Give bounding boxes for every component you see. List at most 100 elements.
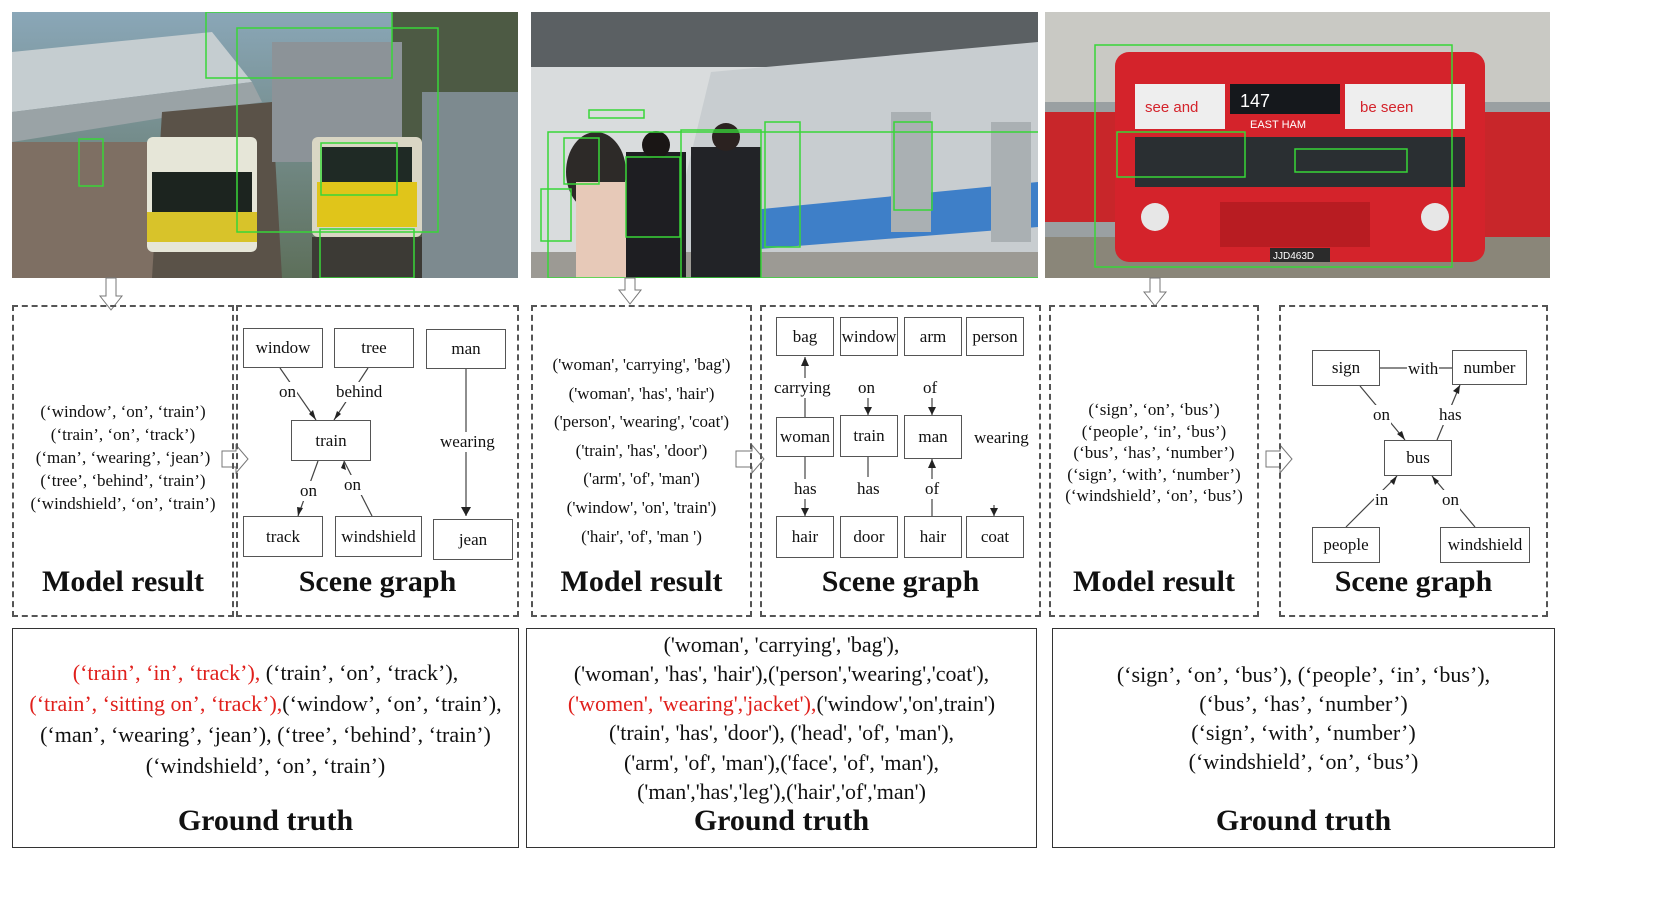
ground-truth-triplet: ('window','on',train') (816, 690, 996, 716)
photo-subway-platform (531, 12, 1038, 278)
ground-truth-caption-1: Ground truth (177, 804, 354, 837)
model-triplet: ('train', 'has', 'door') (575, 440, 708, 460)
ground-truth-line: ('women', 'wearing','jacket'),('window',… (526, 689, 1037, 718)
sg1-node-window: window (243, 328, 323, 368)
sg1-node-windshield: windshield (335, 516, 422, 557)
ground-truth-line: (‘sign’, ‘with’, ‘number’) (1052, 718, 1555, 747)
sg1-node-tree: tree (334, 328, 414, 368)
sg1-edge-on-windshield: on (343, 475, 362, 495)
ground-truth-line: (‘train’, ‘in’, ‘track’), (‘train’, ‘on’… (12, 657, 519, 688)
ground-truth-triplet: ('woman', 'carrying', 'bag'), (663, 632, 900, 657)
sg3-node-number: number (1452, 350, 1527, 385)
photo-train-station (12, 12, 518, 278)
sg1-node-track: track (243, 516, 323, 557)
model-result-list-3: (‘sign’, ‘on’, ‘bus’) (‘people’, ‘in’, ‘… (1049, 399, 1259, 507)
sg2-edge-on: on (857, 378, 876, 398)
ground-truth-missed-triplet: (‘train’, ‘in’, ‘track’), (72, 660, 261, 685)
bus-plate: JJD463D (1273, 251, 1314, 262)
model-triplet: ('window', 'on', 'train') (566, 497, 717, 517)
sg2-node-arm: arm (904, 317, 962, 356)
bus-route-number: 147 (1240, 91, 1270, 111)
ground-truth-line: ('woman', 'has', 'hair'),('person','wear… (526, 659, 1037, 688)
sg2-node-bag: bag (776, 317, 834, 356)
ground-truth-line: ('train', 'has', 'door'), ('head', 'of',… (526, 718, 1037, 747)
sg2-node-person: person (966, 317, 1024, 356)
sg2-node-train: train (840, 415, 898, 457)
sg2-node-hair: hair (776, 516, 834, 558)
sg3-node-sign: sign (1312, 350, 1380, 386)
ground-truth-line: ('woman', 'carrying', 'bag'), (526, 630, 1037, 659)
model-triplet: (‘sign’, ‘with’, ‘number’) (1067, 464, 1241, 484)
model-triplet: (‘bus’, ‘has’, ‘number’) (1073, 443, 1235, 463)
model-result-box-2 (531, 305, 752, 617)
ground-truth-box-1 (12, 628, 519, 848)
ground-truth-caption-2: Ground truth (693, 804, 870, 837)
sg1-node-man: man (426, 329, 506, 369)
ground-truth-line: (‘train’, ‘sitting on’, ‘track’),(‘windo… (12, 688, 519, 719)
model-triplet: ('woman', 'carrying', 'bag') (552, 355, 731, 374)
model-result-list-1: (‘window’, ‘on’, ‘train’) (‘train’, ‘on’… (12, 400, 234, 515)
model-result-caption-2: Model result (560, 565, 723, 598)
sg2-edge-has: has (793, 479, 818, 499)
sg1-edge-behind: behind (335, 382, 384, 402)
ground-truth-line: (‘bus’, ‘has’, ‘number’) (1052, 689, 1555, 718)
sg1-node-jean: jean (433, 519, 513, 560)
ground-truth-line: ('arm', 'of', 'man'),('face', 'of', 'man… (526, 748, 1037, 777)
sg2-node-window: window (840, 317, 898, 356)
ground-truth-list-1: (‘train’, ‘in’, ‘track’), (‘train’, ‘on’… (12, 657, 519, 781)
model-triplet: (‘sign’, ‘on’, ‘bus’) (1088, 400, 1220, 419)
sg3-edge-on-windshield: on (1441, 490, 1460, 510)
model-result-caption-1: Model result (42, 565, 204, 598)
photo-red-bus: 147 EAST HAM JJD463D see and be seen (1045, 12, 1550, 278)
ground-truth-line: ('man','has','leg'),('hair','of','man') (526, 777, 1037, 806)
ground-truth-box-2 (526, 628, 1037, 848)
model-triplet: (‘window’, ‘on’, ‘train’) (40, 402, 206, 421)
ground-truth-triplet: ('man','has','leg'),('hair','of','man') (637, 779, 926, 805)
sg2-edge-has-2: has (856, 479, 881, 499)
ground-truth-triplet: (‘window’, ‘on’, ‘train’), (282, 691, 502, 716)
ground-truth-triplet: ('train', 'has', 'door'), ('head', 'of',… (608, 720, 955, 746)
ground-truth-line: (‘man’, ‘wearing’, ‘jean’), (‘tree’, ‘be… (12, 719, 519, 750)
ground-truth-triplet: ('arm', 'of', 'man'),('face', 'of', 'man… (623, 749, 940, 775)
sg1-edge-on: on (278, 382, 297, 402)
sg3-node-people: people (1312, 527, 1380, 563)
ground-truth-triplet: ('woman', 'has', 'hair'),('person','wear… (573, 661, 990, 687)
bus-right-sign: be seen (1360, 99, 1413, 116)
sg3-edge-on: on (1372, 405, 1391, 425)
ground-truth-triplet: (‘man’, ‘wearing’, ‘jean’), (‘tree’, ‘be… (40, 722, 491, 747)
ground-truth-missed-triplet: (‘train’, ‘sitting on’, ‘track’), (29, 691, 283, 716)
sg3-edge-with: with (1407, 359, 1440, 379)
sg3-node-bus: bus (1384, 440, 1452, 476)
sg3-edge-has: has (1438, 405, 1463, 425)
ground-truth-triplet: (‘windshield’, ‘on’, ‘train’) (145, 753, 386, 778)
model-triplet: (‘windshield’, ‘on’, ‘train’) (30, 494, 216, 513)
ground-truth-box-3 (1052, 628, 1555, 848)
ground-truth-triplet: (‘sign’, ‘with’, ‘number’) (1191, 720, 1416, 745)
sg2-node-coat: coat (966, 516, 1024, 558)
scene-graph-caption-3: Scene graph (1334, 565, 1493, 598)
model-triplet: (‘windshield’, ‘on’, ‘bus’) (1065, 486, 1243, 506)
ground-truth-missed-triplet: ('women', 'wearing','jacket'), (567, 690, 817, 716)
ground-truth-line: (‘sign’, ‘on’, ‘bus’), (‘people’, ‘in’, … (1052, 660, 1555, 689)
model-triplet: (‘train’, ‘on’, ‘track’) (50, 425, 196, 444)
sg2-node-door: door (840, 516, 898, 558)
model-triplet: (‘man’, ‘wearing’, ‘jean’) (35, 448, 211, 467)
sg3-edge-in: in (1374, 490, 1390, 510)
bus-left-sign: see and (1145, 99, 1198, 116)
model-triplet: ('woman', 'has', 'hair') (568, 383, 715, 403)
sg2-node-man: man (904, 415, 962, 459)
model-triplet: (‘people’, ‘in’, ‘bus’) (1081, 421, 1227, 441)
model-triplet: ('person', 'wearing', 'coat') (553, 412, 730, 432)
model-triplet: ('arm', 'of', 'man') (583, 469, 700, 489)
sg2-edge-of-2: of (924, 479, 941, 499)
sg2-edge-wearing: wearing (973, 428, 1030, 448)
sg2-node-hair-2: hair (904, 516, 962, 558)
sg2-node-woman: woman (776, 417, 834, 457)
sg1-edge-on-track: on (299, 481, 318, 501)
model-result-box-3 (1049, 305, 1259, 617)
ground-truth-list-3: (‘sign’, ‘on’, ‘bus’), (‘people’, ‘in’, … (1052, 660, 1555, 776)
sg1-edge-wearing: wearing (439, 432, 496, 452)
model-triplet: ('hair', 'of', 'man ') (581, 526, 702, 546)
sg1-node-train: train (291, 420, 371, 461)
model-triplet: (‘tree’, ‘behind’, ‘train’) (40, 471, 206, 490)
